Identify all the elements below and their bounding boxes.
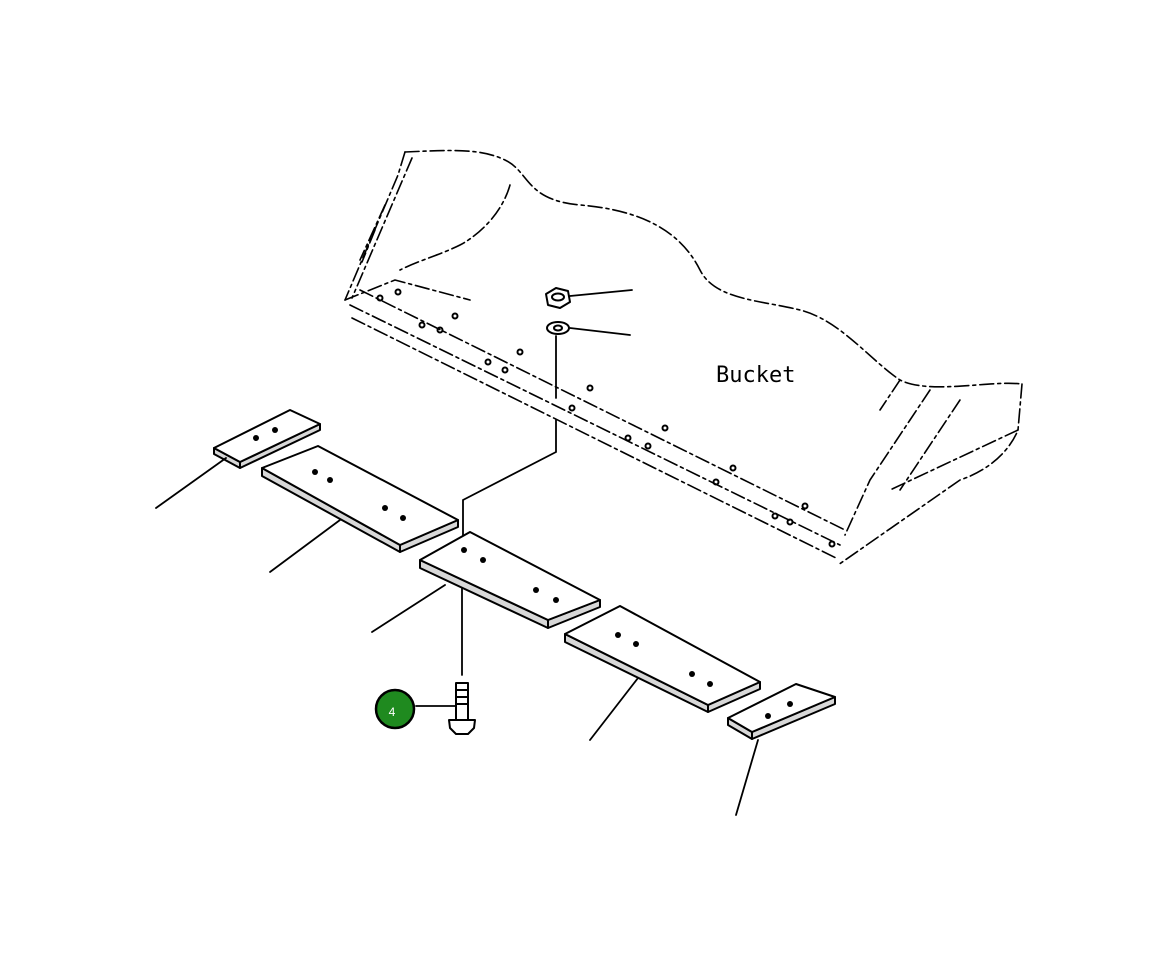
end-bit-right bbox=[727, 683, 836, 816]
washer-part bbox=[546, 321, 631, 336]
bucket-bolt-holes bbox=[376, 288, 836, 548]
bucket-outline bbox=[344, 149, 1023, 566]
bolt-centerline bbox=[461, 335, 557, 676]
bucket-label: Bucket bbox=[716, 363, 795, 388]
cutting-edge-segment-1 bbox=[261, 445, 459, 573]
nut-part bbox=[545, 287, 633, 309]
callout-circle[interactable] bbox=[374, 688, 416, 730]
callout-badge-4[interactable]: 4 bbox=[374, 688, 416, 730]
cutting-edge-segment-2 bbox=[564, 605, 761, 741]
plow-bolt-part bbox=[415, 682, 476, 735]
end-bit-left bbox=[155, 409, 321, 509]
callout-number[interactable]: 4 bbox=[389, 705, 396, 719]
cutting-edge-segment-center bbox=[371, 531, 601, 633]
